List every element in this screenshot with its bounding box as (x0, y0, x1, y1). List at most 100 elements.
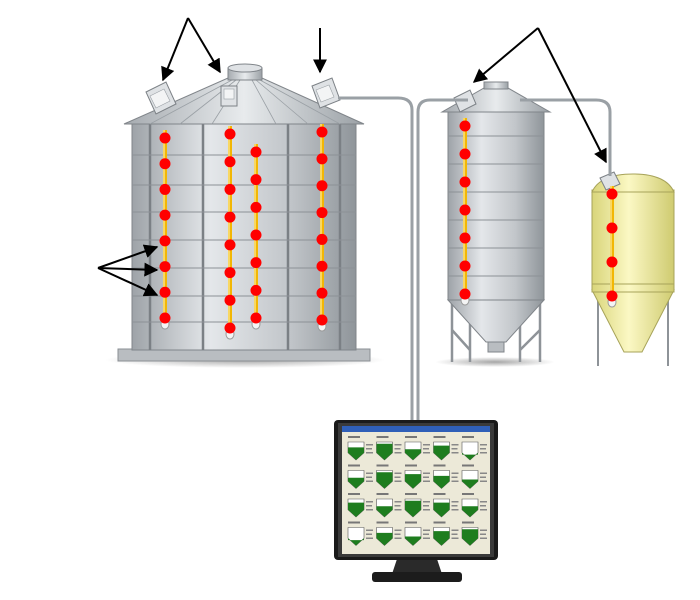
mini-bin-status (433, 521, 459, 546)
temperature-sensor-dot-icon (459, 148, 471, 160)
sensor-cable (224, 126, 236, 340)
temperature-sensor-dot-icon (224, 211, 236, 223)
mini-bin-status (461, 436, 487, 461)
temperature-sensor-dot-icon (316, 260, 328, 272)
computer-monitor-icon (334, 420, 498, 582)
mini-bin-status (433, 493, 459, 518)
temperature-sensor-dot-icon (606, 290, 618, 302)
tank-cone (591, 289, 675, 353)
temperature-sensor-dot-icon (316, 180, 328, 192)
mini-bin-status (404, 521, 430, 546)
temperature-sensor-dot-icon (159, 286, 171, 298)
mini-bin-status (347, 436, 373, 461)
monitor-base (372, 572, 462, 582)
temperature-sensor-dot-icon (159, 183, 171, 195)
mini-bin-status (433, 436, 459, 461)
sensor-cables-group (159, 124, 328, 340)
bin-status-grid (347, 436, 487, 546)
temperature-sensor-dot-icon (224, 267, 236, 279)
arrow-to-gateway-4 (472, 27, 539, 83)
bin-stiffeners (148, 122, 342, 350)
hopper-cone (446, 299, 546, 343)
temperature-sensor-dot-icon (250, 284, 262, 296)
network-wiring (338, 96, 612, 425)
temperature-sensor-dot-icon (250, 312, 262, 324)
temperature-sensor-dot-icon (159, 235, 171, 247)
temperature-sensor-dot-icon (224, 239, 236, 251)
temperature-sensor-dot-icon (224, 183, 236, 195)
mini-bin-status (376, 464, 402, 489)
temperature-sensor-dot-icon (606, 188, 618, 200)
arrow-to-gateway-2 (187, 17, 221, 74)
wire-big-bin (338, 96, 414, 425)
temperature-sensor-dot-icon (159, 158, 171, 170)
callout-arrows (97, 17, 607, 297)
sensor-cable (459, 118, 471, 306)
sensor-cables-group (459, 118, 471, 306)
temperature-sensor-dot-icon (459, 260, 471, 272)
sensor-cable (606, 186, 618, 308)
temperature-sensor-dot-icon (316, 126, 328, 138)
mini-bin-status (461, 493, 487, 518)
temperature-sensor-dot-icon (224, 128, 236, 140)
temperature-sensor-dot-icon (159, 312, 171, 324)
temperature-sensor-dot-icon (316, 314, 328, 326)
temperature-sensor-dot-icon (316, 287, 328, 299)
mini-bin-status (347, 493, 373, 518)
temperature-sensor-dot-icon (159, 132, 171, 144)
mini-bin-status (461, 521, 487, 546)
temperature-sensor-dot-icon (250, 174, 262, 186)
temperature-sensor-dot-icon (316, 233, 328, 245)
temperature-sensor-dot-icon (459, 176, 471, 188)
grain-bin-hopper (435, 81, 555, 367)
temperature-sensor-dot-icon (159, 261, 171, 273)
mini-bin-status (347, 521, 373, 546)
sensor-cable (159, 130, 171, 330)
sensor-cables-group (606, 186, 618, 308)
arrow-to-sensor-3 (97, 267, 159, 297)
temperature-sensor-dot-icon (316, 207, 328, 219)
bin-foundation (117, 348, 371, 362)
arrow-to-sensor-2 (97, 262, 159, 277)
mini-bin-status (376, 436, 402, 461)
temperature-sensor-dot-icon (606, 222, 618, 234)
mini-bin-status (404, 436, 430, 461)
sensor-gateway-box-icon (145, 81, 177, 115)
monitor-neck (392, 556, 442, 574)
temperature-sensor-dot-icon (224, 294, 236, 306)
cone-tank (591, 171, 675, 366)
temperature-sensor-dot-icon (250, 229, 262, 241)
arrow-to-gateway-1 (161, 17, 189, 82)
mini-bin-status (404, 464, 430, 489)
mini-bin-status (347, 464, 373, 489)
temperature-sensor-dot-icon (459, 232, 471, 244)
sensor-cable (250, 144, 262, 330)
tank-wall (591, 189, 675, 293)
sensor-cable (316, 124, 328, 332)
mini-bin-status (376, 521, 402, 546)
temperature-sensor-dot-icon (316, 153, 328, 165)
temperature-sensor-dot-icon (459, 120, 471, 132)
mini-bin-status (461, 464, 487, 489)
hopper-wall (447, 109, 545, 301)
mini-bin-status (376, 493, 402, 518)
wire-hopper (416, 98, 468, 425)
temperature-sensor-dot-icon (250, 146, 262, 158)
temperature-sensor-dot-icon (459, 204, 471, 216)
arrow-to-gateway-5 (537, 27, 607, 164)
temperature-sensor-dot-icon (224, 156, 236, 168)
wire-hopper-to-tank (520, 98, 612, 176)
grain-bin-large (105, 63, 385, 368)
temperature-sensor-dot-icon (459, 288, 471, 300)
temperature-sensor-dot-icon (159, 209, 171, 221)
temperature-sensor-dot-icon (224, 322, 236, 334)
temperature-sensor-dot-icon (606, 256, 618, 268)
sensor-gateway-box-icon (311, 77, 341, 109)
mini-bin-status (404, 493, 430, 518)
temperature-sensor-dot-icon (250, 201, 262, 213)
sensor-gateway-box-icon (220, 85, 238, 107)
mini-bin-status (433, 464, 459, 489)
arrow-to-sensor-1 (97, 244, 159, 269)
temperature-sensor-dot-icon (250, 257, 262, 269)
